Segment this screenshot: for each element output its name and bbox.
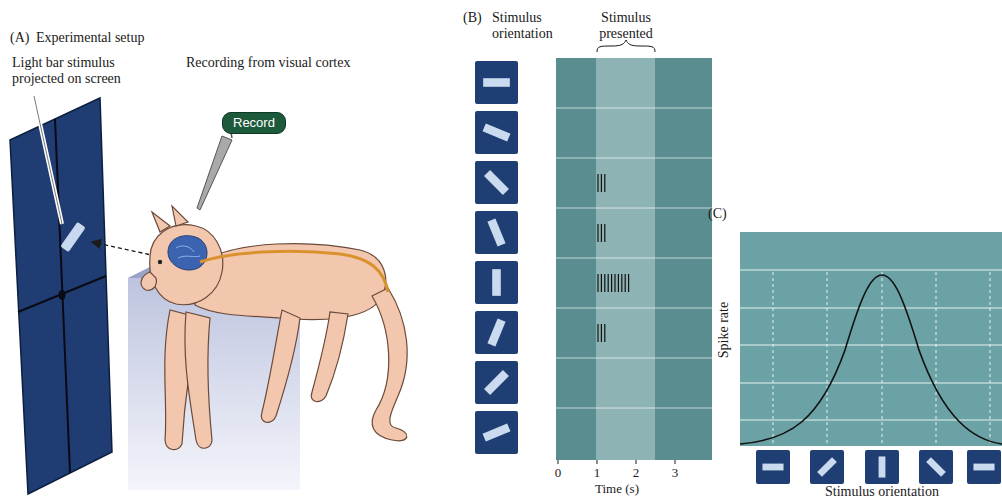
light-bar: [492, 269, 501, 296]
light-bar: [484, 370, 509, 395]
record-box: Record: [222, 112, 286, 134]
orientation-icon: [967, 450, 1001, 484]
light-bar: [483, 423, 511, 441]
cat-brain: [168, 236, 207, 270]
panel-letter: (C): [708, 206, 727, 222]
record-label: Record: [233, 115, 275, 130]
projection-screen: [10, 98, 112, 494]
cat-eye: [158, 260, 162, 264]
light-bar: [762, 464, 783, 471]
light-bar: [483, 123, 511, 141]
orientation-icon: [475, 161, 518, 204]
tick-label: 2: [633, 466, 640, 481]
text-label: Stimulus presented: [586, 10, 666, 41]
tick-label: 0: [555, 466, 562, 481]
panel-letter: (A): [10, 30, 29, 46]
orientation-icon: [475, 361, 518, 404]
raster-plot: [556, 58, 712, 460]
tuning-plot: [740, 232, 1002, 446]
orientation-icon: [475, 211, 518, 254]
orientation-icons: [475, 61, 518, 454]
orientation-icon: [475, 111, 518, 154]
orientation-icon: [810, 450, 844, 484]
tick-label: 1: [594, 466, 601, 481]
text-label: Experimental setup: [36, 30, 144, 46]
electrode: [197, 128, 232, 210]
orientation-icon: [475, 61, 518, 104]
text-label: Stimulus orientation: [825, 484, 939, 499]
light-bar: [484, 170, 509, 195]
orientation-icon: [475, 261, 518, 304]
leader-line: [34, 96, 62, 224]
gaze-line: [92, 242, 156, 256]
light-bar: [483, 78, 510, 87]
light-bar: [817, 457, 837, 477]
text-label: Time (s): [595, 482, 639, 497]
time-axis-ticks: [558, 460, 675, 464]
text-label: Recording from visual cortex: [186, 55, 350, 71]
orientation-icon: [919, 450, 953, 484]
light-bar: [973, 464, 994, 471]
panel-letter: (B): [463, 10, 482, 26]
stimulus-bracket: [597, 40, 655, 52]
text-label: Stimulus orientation: [492, 10, 572, 41]
cat: [141, 206, 407, 450]
orientation-icons: [756, 450, 1001, 484]
tick-label: 3: [672, 466, 679, 481]
nerve-pathway: [200, 251, 388, 292]
light-bar: [487, 219, 505, 247]
light-bar: [926, 457, 946, 477]
orientation-icon: [475, 311, 518, 354]
light-bar: [879, 456, 886, 477]
orientation-icon: [865, 450, 899, 484]
text-label: Light bar stimulus projected on screen: [12, 55, 162, 86]
text-label: Spike rate: [716, 302, 732, 358]
orientation-icon: [475, 411, 518, 454]
light-bar: [487, 319, 505, 347]
orientation-icon: [756, 450, 790, 484]
